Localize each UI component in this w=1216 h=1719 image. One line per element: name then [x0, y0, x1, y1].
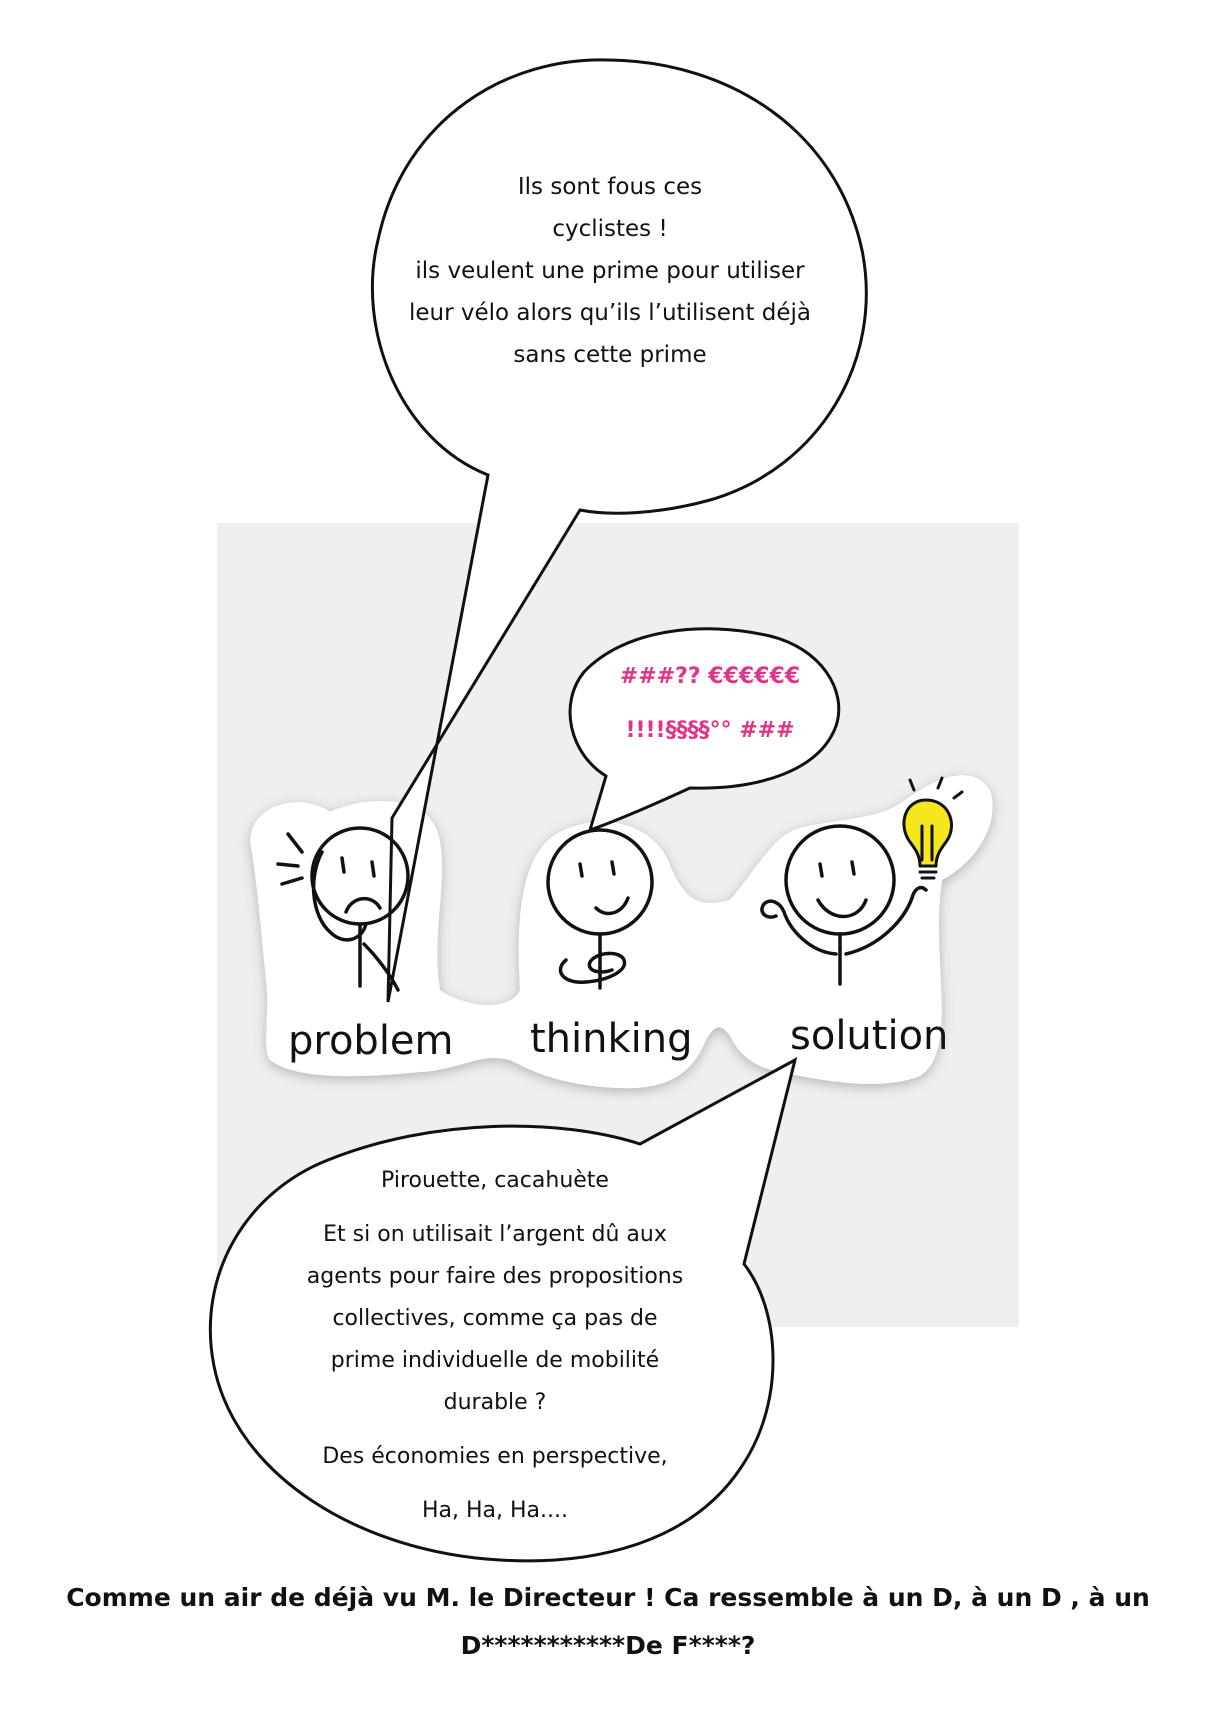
bubble-bottom-line: agents pour faire des propositions	[306, 1264, 684, 1289]
bubble-bottom-line: Des économies en perspective,	[322, 1444, 668, 1469]
bubble-top-line: leur vélo alors qu’ils l’utilisent déjà	[408, 300, 812, 326]
problem-eye-right	[370, 860, 376, 878]
bubble-top-line: Ils sont fous ces	[517, 174, 703, 200]
lightbulb-base	[918, 870, 938, 880]
bubble-bottom-line: Ha, Ha, Ha....	[421, 1498, 569, 1523]
page-caption: Comme un air de déjà vu M. le Directeur …	[40, 1574, 1176, 1670]
speech-bubble-top-text: Ils sont fous ces cyclistes ! ils veulen…	[390, 166, 830, 376]
bubble-bottom-line: Et si on utilisait l’argent dû aux	[323, 1222, 667, 1247]
solution-eye-right	[850, 860, 856, 876]
speech-bubble-bottom	[208, 1057, 798, 1563]
thinking-smile	[594, 896, 630, 916]
solution-arm-left	[760, 899, 838, 956]
thinking-arms	[558, 951, 627, 984]
problem-eye-left	[340, 856, 346, 874]
figure-label-solution: solution	[790, 1013, 949, 1059]
speech-bubble-middle	[568, 627, 841, 833]
problem-frown	[344, 897, 382, 914]
speech-bubble-top	[370, 58, 868, 1003]
lightbulb-filament	[920, 824, 934, 862]
lightbulb-glass	[902, 798, 953, 868]
bubble-bottom-line: collectives, comme ça pas de	[332, 1306, 658, 1331]
problem-stress-lines	[276, 832, 304, 886]
thinking-eye-right	[610, 860, 616, 876]
figure-problem	[276, 826, 410, 992]
bubble-bottom-line: durable ?	[443, 1390, 547, 1415]
bubble-top-line: sans cette prime	[513, 342, 707, 368]
solution-arm-right	[844, 885, 928, 956]
bubble-bottom-line: prime individuelle de mobilité	[330, 1348, 660, 1373]
figure-label-thinking: thinking	[530, 1016, 693, 1062]
bubble-top-line: cyclistes !	[552, 216, 668, 242]
bubble-top-line: ils veulent une prime pour utiliser	[415, 258, 805, 284]
caption-line-2: D***********De F****?	[460, 1631, 756, 1660]
bubble-middle-line: !!!!§§§§°° ###	[625, 718, 795, 743]
bubble-bottom-line: Pirouette, cacahuète	[381, 1168, 609, 1193]
speech-bubble-middle-text: ###?? €€€€€€ !!!!§§§§°° ###	[590, 650, 830, 758]
figure-thinking	[546, 828, 654, 990]
figure-solution	[760, 824, 928, 986]
figure-label-problem: problem	[288, 1018, 454, 1064]
lightbulb-rays	[908, 776, 964, 800]
problem-arm	[362, 942, 400, 992]
solution-eye-left	[818, 862, 824, 878]
lightbulb-icon	[902, 776, 964, 880]
figures-sticker	[250, 775, 993, 1089]
caption-line-1: Comme un air de déjà vu M. le Directeur …	[66, 1583, 1150, 1612]
thinking-eye-left	[578, 862, 584, 878]
problem-hand	[311, 850, 368, 942]
bubble-middle-line: ###?? €€€€€€	[619, 664, 801, 689]
solution-smile	[816, 898, 868, 919]
speech-bubble-bottom-text: Pirouette, cacahuète Et si on utilisait …	[255, 1160, 735, 1532]
